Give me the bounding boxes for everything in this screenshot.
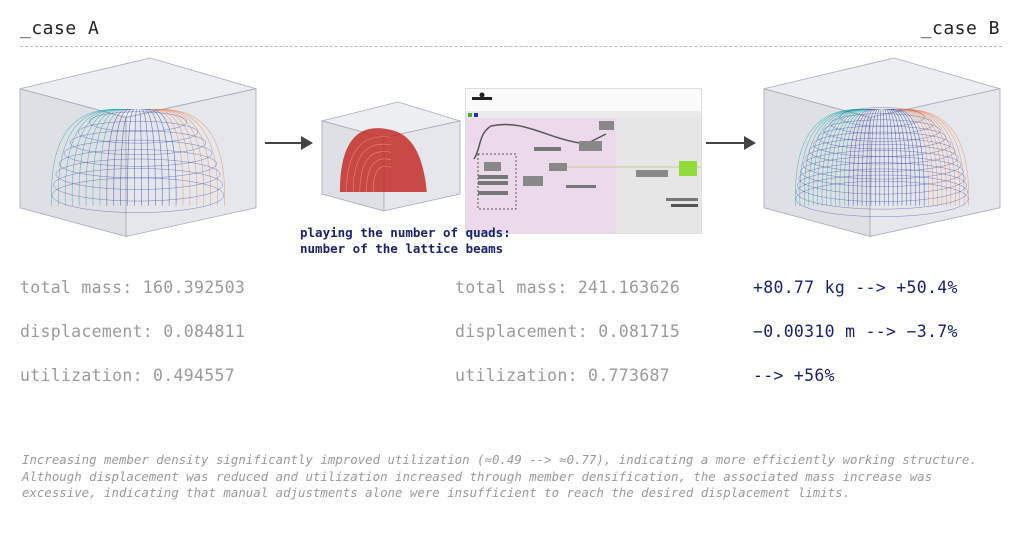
case-b-heading: _case B (920, 18, 1000, 39)
displacement-delta: −0.00310 m --> −3.7% (753, 322, 958, 341)
case-a-displacement: displacement: 0.084811 (20, 322, 246, 341)
conclusion-notes: Increasing member density significantly … (22, 452, 1007, 502)
arrow-icon (265, 136, 313, 150)
divider (20, 46, 1002, 47)
note-utilization: Increasing member density significantly … (22, 452, 977, 467)
case-a-mass: total mass: 160.392503 (20, 278, 246, 297)
arrow-icon (706, 136, 756, 150)
case-b-mass: total mass: 241.163626 (455, 278, 681, 297)
mass-delta: +80.77 kg --> +50.4% (753, 278, 958, 297)
case-a-utilization: utilization: 0.494557 (20, 366, 235, 385)
quad-density-render (320, 101, 462, 212)
grasshopper-definition-screenshot (465, 88, 702, 234)
case-b-displacement: displacement: 0.081715 (455, 322, 681, 341)
caption-line-2: number of the lattice beams (300, 241, 504, 256)
utilization-delta: --> +56% (753, 366, 835, 385)
caption-line-1: playing the number of quads: (300, 225, 511, 240)
parameter-caption: playing the number of quads: number of t… (300, 225, 511, 257)
case-a-lattice-render (19, 57, 257, 238)
note-displacement: Although displacement was reduced and ut… (22, 468, 933, 501)
case-b-utilization: utilization: 0.773687 (455, 366, 670, 385)
case-b-lattice-render (763, 57, 1001, 238)
case-a-heading: _case A (20, 18, 100, 39)
